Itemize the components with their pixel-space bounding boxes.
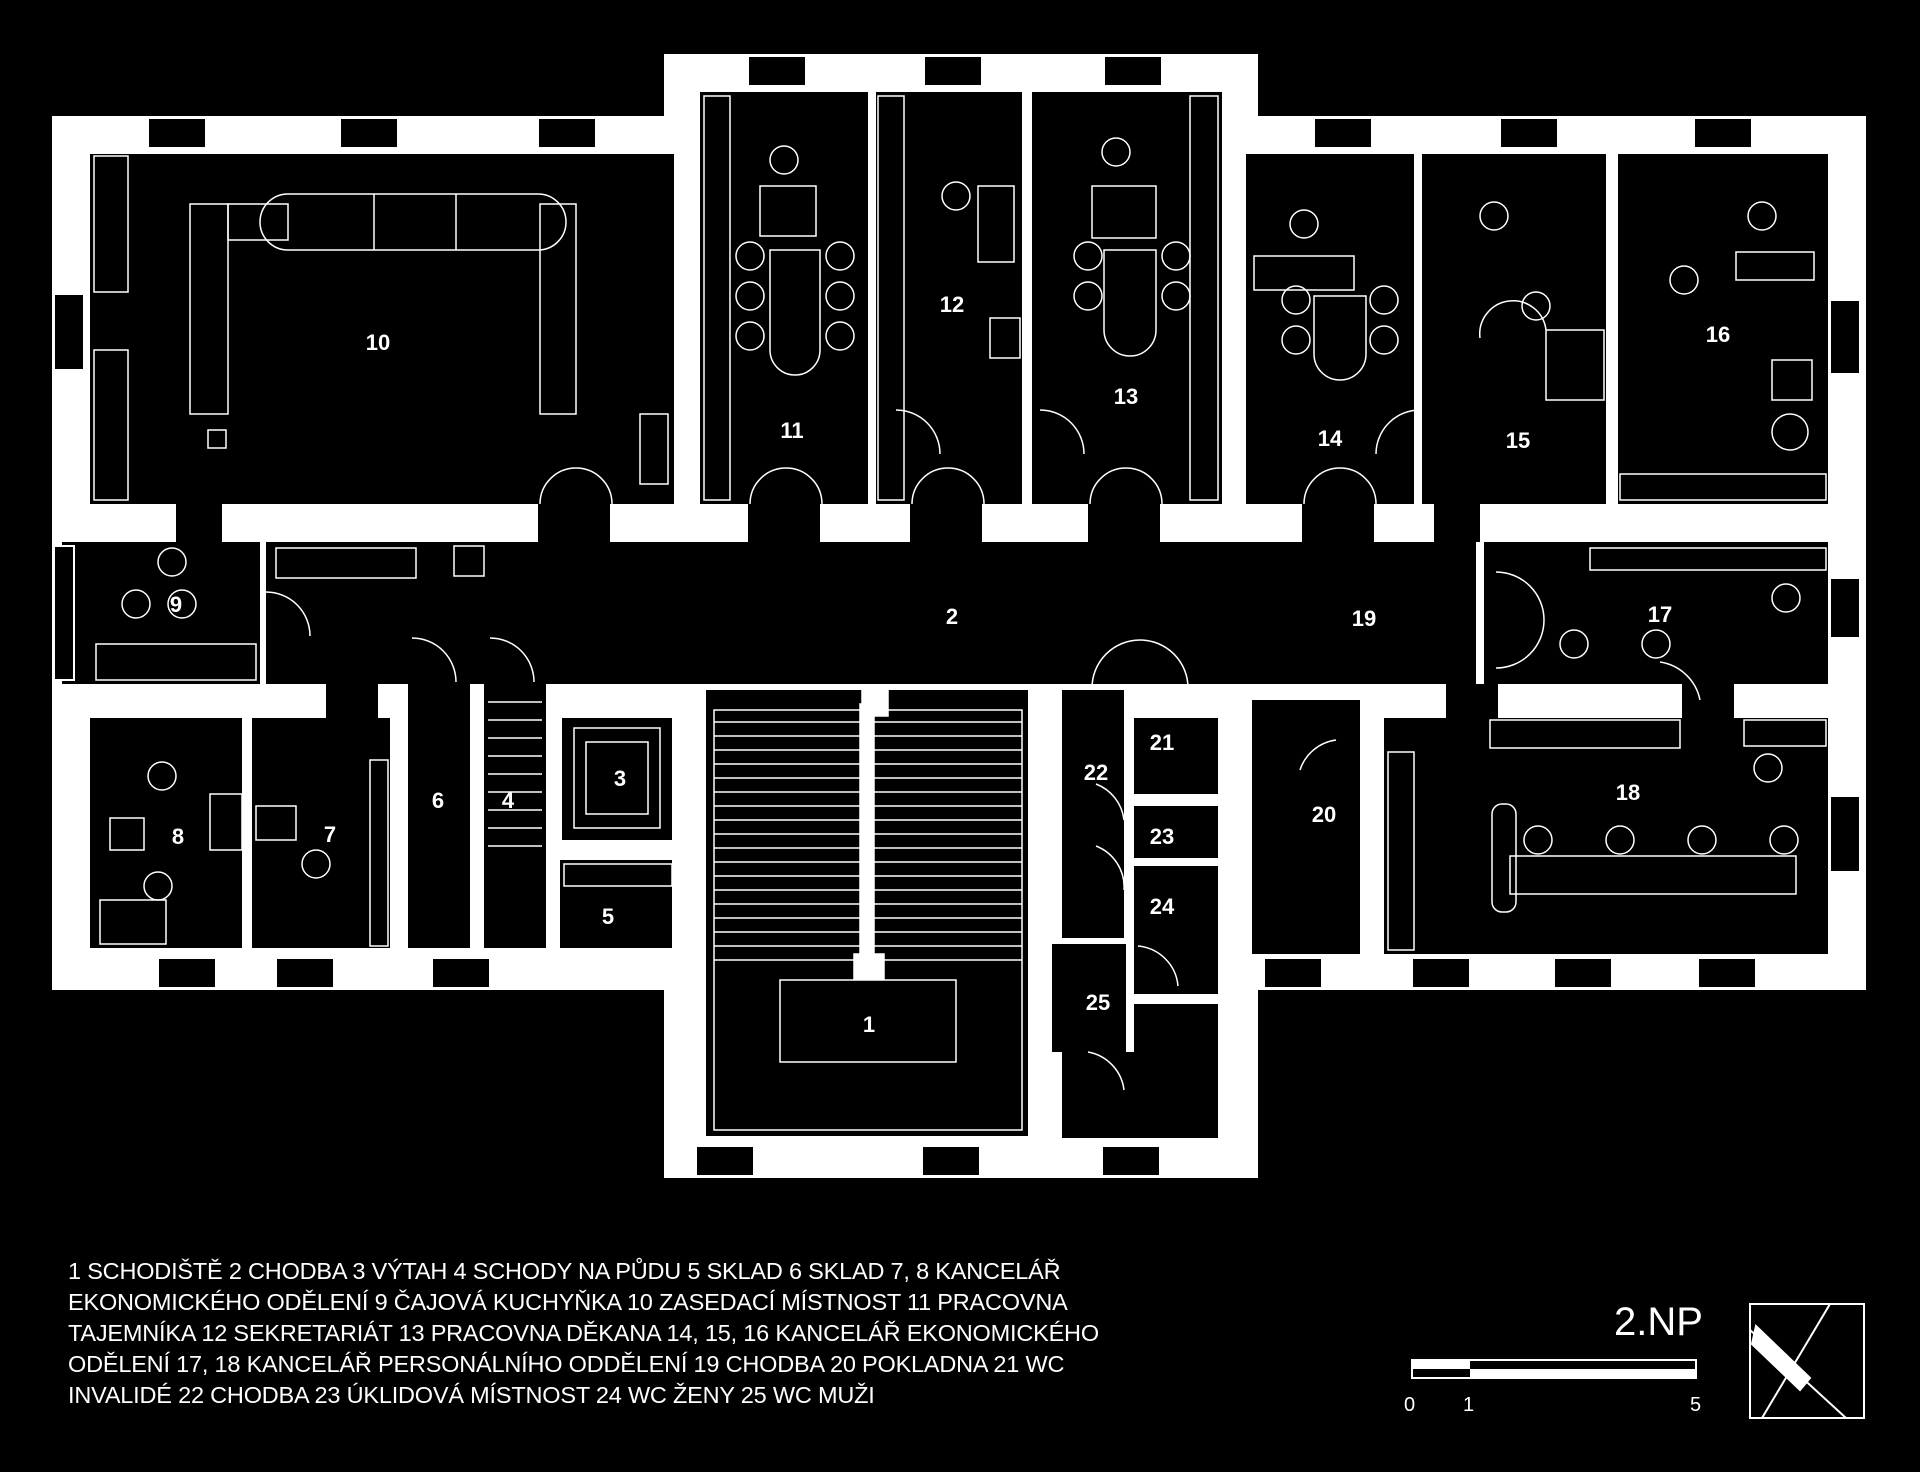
room-label-13: 13: [1114, 384, 1138, 409]
room-label-18: 18: [1616, 780, 1640, 805]
room-label-10: 10: [366, 330, 390, 355]
legend-line: INVALIDÉ 22 CHODBA 23 ÚKLIDOVÁ MÍSTNOST …: [68, 1382, 875, 1408]
room-label-19: 19: [1352, 606, 1376, 631]
room-label-4: 4: [502, 788, 515, 813]
room-label-1: 1: [863, 1012, 875, 1037]
room-label-24: 24: [1150, 894, 1175, 919]
room-label-11: 11: [780, 418, 803, 443]
legend-line: 1 SCHODIŠTĚ 2 CHODBA 3 VÝTAH 4 SCHODY NA…: [68, 1258, 1061, 1284]
room-labels: 1 2 3 4 5 6 7 8 9 10 11 12 13 14 15 16 1…: [170, 292, 1730, 1037]
room-label-17: 17: [1648, 602, 1672, 627]
room-label-25: 25: [1086, 990, 1110, 1015]
scale-tick-1: 1: [1463, 1394, 1475, 1416]
room-interiors: [62, 92, 1828, 1138]
legend-line: EKONOMICKÉHO ODĚLENÍ 9 ČAJOVÁ KUCHYŇKA 1…: [68, 1289, 1068, 1315]
room-label-15: 15: [1506, 428, 1530, 453]
room-label-6: 6: [432, 788, 444, 813]
floor-label: 2.NP: [1614, 1300, 1703, 1344]
legend-line: TAJEMNÍKA 12 SEKRETARIÁT 13 PRACOVNA DĚK…: [68, 1320, 1099, 1346]
legend-line: ODĚLENÍ 17, 18 KANCELÁŘ PERSONÁLNÍHO ODD…: [68, 1351, 1065, 1377]
room-label-22: 22: [1084, 760, 1108, 785]
room-label-8: 8: [172, 824, 184, 849]
scale-tick-0: 0: [1404, 1394, 1416, 1416]
room-label-21: 21: [1150, 730, 1174, 755]
windows: [53, 55, 1861, 1177]
room-label-7: 7: [324, 822, 336, 847]
room-label-20: 20: [1312, 802, 1336, 827]
room-label-14: 14: [1318, 426, 1343, 451]
room-label-3: 3: [614, 766, 626, 791]
stair-treads: [488, 689, 1023, 1131]
door-swings: [265, 409, 1701, 1091]
room-label-12: 12: [940, 292, 964, 317]
room-label-2: 2: [946, 604, 958, 629]
room-label-9: 9: [170, 592, 182, 617]
room-label-16: 16: [1706, 322, 1730, 347]
furniture: [93, 95, 1827, 951]
room-legend: 1 SCHODIŠTĚ 2 CHODBA 3 VÝTAH 4 SCHODY NA…: [68, 1256, 1268, 1411]
north-arrow-icon: [1749, 1303, 1865, 1419]
room-label-5: 5: [602, 904, 614, 929]
scale-bar: [1411, 1359, 1697, 1379]
room-label-23: 23: [1150, 824, 1174, 849]
scale-tick-5: 5: [1690, 1394, 1702, 1416]
